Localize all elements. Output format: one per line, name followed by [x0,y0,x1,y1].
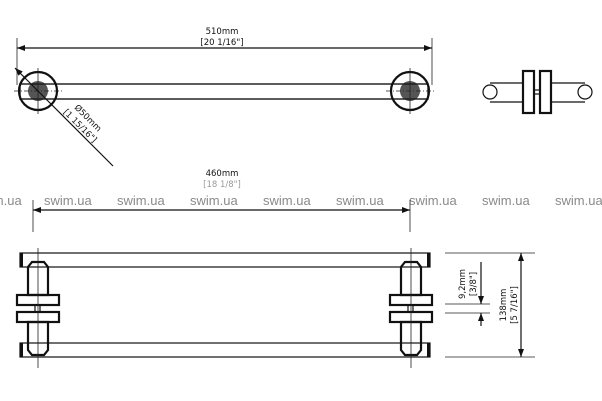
height-mm-label: 138mm [499,289,509,322]
side-view [482,69,593,115]
watermark: swim.ua [336,193,384,208]
width-mm-label: 460mm [206,169,239,179]
length-in-label: [20 1/16"] [200,38,243,48]
watermark: swim.ua [482,193,530,208]
diameter-dimension-line [14,67,114,167]
watermark: swim.ua [44,193,92,208]
watermark: swim.ua [190,193,238,208]
handle-bar [19,83,429,100]
gap-in-label: [3/8"] [469,272,479,296]
right-mount [388,248,434,368]
front-view: 460mm [18 1/8"] 138mm [15,169,535,368]
watermark: swim.ua [555,193,602,208]
watermark: swim.ua [117,193,165,208]
height-in-label: [5 7/16"] [510,286,520,324]
length-mm-label: 510mm [206,27,239,37]
watermark: swim.ua [0,193,22,208]
gap-mm-label: 9,2mm [458,269,468,299]
bottom-bar [19,342,431,358]
top-view: 510mm [20 1/16"] Ø50mm [1 15/16"] [14,27,434,167]
watermark: swim.ua [263,193,311,208]
left-mount [15,248,61,368]
width-in-label: [18 1/8"] [203,180,241,190]
watermark: swim.ua [409,193,457,208]
watermark-row: swim.ua swim.ua swim.ua swim.ua swim.ua … [0,193,602,208]
top-bar [19,252,431,268]
